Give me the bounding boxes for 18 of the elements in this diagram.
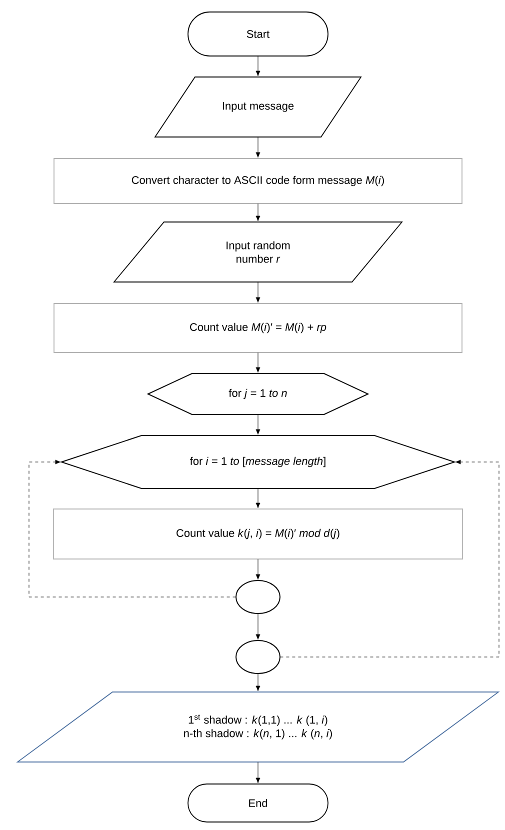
loop-back-arrow bbox=[28, 460, 236, 598]
arrow bbox=[256, 56, 260, 76]
connector-circle bbox=[236, 580, 280, 614]
arrow bbox=[256, 673, 260, 692]
connector-circle bbox=[236, 640, 280, 674]
arrow bbox=[256, 414, 260, 435]
arrow bbox=[256, 613, 260, 640]
process-box: Count value M(i)′ = M(i) + rp bbox=[54, 303, 462, 353]
loop-back-arrow bbox=[280, 460, 500, 658]
process-box: Count value k(j, i) = M(i)′ mod d(j) bbox=[53, 508, 463, 560]
arrow bbox=[256, 488, 260, 508]
arrow bbox=[256, 352, 260, 373]
arrow bbox=[256, 136, 260, 158]
arrow bbox=[256, 558, 260, 580]
process-box: Convert character to ASCII code form message M(i) bbox=[54, 158, 462, 204]
arrow bbox=[256, 282, 260, 303]
arrow bbox=[256, 203, 260, 222]
arrow bbox=[256, 762, 260, 784]
